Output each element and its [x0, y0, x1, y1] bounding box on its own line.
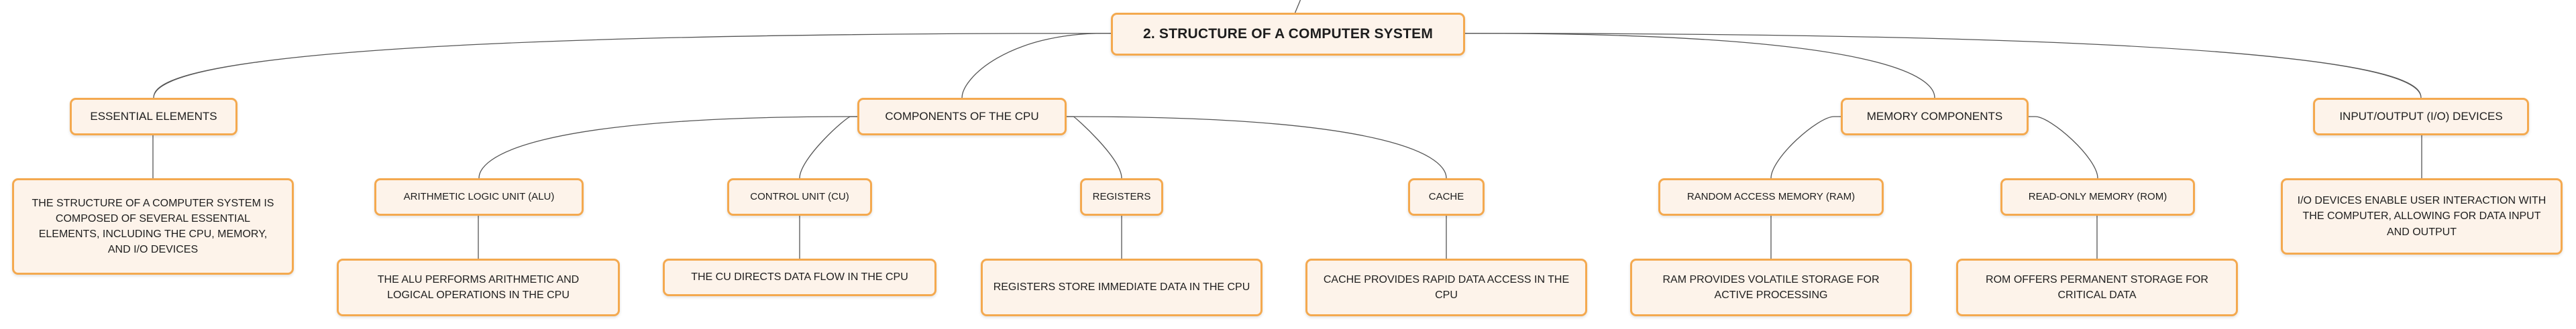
link-n-memory-n-rom [2029, 116, 2098, 179]
link-n-root-n-memory [1465, 33, 1935, 98]
topic-label: COMPONENTS OF THE CPU [885, 109, 1039, 123]
description-text: CACHE PROVIDES RAPID DATA ACCESS IN THE … [1323, 273, 1570, 301]
subtopic-registers[interactable]: REGISTERS [1080, 178, 1163, 216]
subtopic-label: CACHE [1428, 191, 1464, 203]
description-rom[interactable]: ROM OFFERS PERMANENT STORAGE FOR CRITICA… [1956, 259, 2238, 316]
description-essential-elements[interactable]: THE STRUCTURE OF A COMPUTER SYSTEM IS CO… [12, 178, 294, 275]
root-topic-label: 2. STRUCTURE OF A COMPUTER SYSTEM [1142, 25, 1434, 42]
link-n-cpu-n-cache [1067, 116, 1447, 179]
description-text: RAM PROVIDES VOLATILE STORAGE FOR ACTIVE… [1662, 273, 1880, 301]
description-ram[interactable]: RAM PROVIDES VOLATILE STORAGE FOR ACTIVE… [1630, 259, 1912, 316]
topic-label: MEMORY COMPONENTS [1866, 109, 2003, 123]
link-n-root-n-io [1465, 33, 2422, 98]
subtopic-cache[interactable]: CACHE [1408, 178, 1485, 216]
link-n-root-n-cpu [961, 33, 1111, 98]
topic-memory-components[interactable]: MEMORY COMPONENTS [1841, 98, 2029, 135]
description-text: THE ALU PERFORMS ARITHMETIC AND LOGICAL … [377, 273, 580, 301]
subtopic-label: READ-ONLY MEMORY (ROM) [2028, 191, 2167, 203]
link-n-cpu-n-reg [1067, 116, 1122, 179]
description-text: THE STRUCTURE OF A COMPUTER SYSTEM IS CO… [32, 197, 274, 256]
description-registers[interactable]: REGISTERS STORE IMMEDIATE DATA IN THE CP… [981, 259, 1263, 316]
description-cache[interactable]: CACHE PROVIDES RAPID DATA ACCESS IN THE … [1305, 259, 1587, 316]
topic-components-of-the-cpu[interactable]: COMPONENTS OF THE CPU [857, 98, 1067, 135]
subtopic-control-unit[interactable]: CONTROL UNIT (CU) [727, 178, 872, 216]
link-n-cpu-n-alu [478, 116, 857, 179]
topic-label: ESSENTIAL ELEMENTS [90, 109, 217, 123]
subtopic-ram[interactable]: RANDOM ACCESS MEMORY (RAM) [1658, 178, 1884, 216]
link-n-root-n-essential [153, 33, 1111, 98]
description-text: ROM OFFERS PERMANENT STORAGE FOR CRITICA… [1986, 273, 2208, 301]
subtopic-label: ARITHMETIC LOGIC UNIT (ALU) [403, 191, 555, 203]
description-text: THE CU DIRECTS DATA FLOW IN THE CPU [691, 271, 908, 283]
link-n-memory-n-ram [1770, 116, 1841, 179]
subtopic-alu[interactable]: ARITHMETIC LOGIC UNIT (ALU) [374, 178, 584, 216]
link-n-cpu-n-cu [799, 116, 857, 179]
description-control-unit[interactable]: THE CU DIRECTS DATA FLOW IN THE CPU [663, 259, 936, 296]
topic-io-devices[interactable]: INPUT/OUTPUT (I/O) DEVICES [2313, 98, 2529, 135]
description-text: REGISTERS STORE IMMEDIATE DATA IN THE CP… [993, 281, 1250, 293]
description-alu[interactable]: THE ALU PERFORMS ARITHMETIC AND LOGICAL … [337, 259, 620, 316]
description-io-devices[interactable]: I/O DEVICES ENABLE USER INTERACTION WITH… [2281, 178, 2563, 255]
link-root-parent [1294, 0, 1301, 13]
subtopic-label: REGISTERS [1092, 191, 1151, 203]
root-topic[interactable]: 2. STRUCTURE OF A COMPUTER SYSTEM [1111, 13, 1465, 56]
topic-essential-elements[interactable]: ESSENTIAL ELEMENTS [70, 98, 237, 135]
description-text: I/O DEVICES ENABLE USER INTERACTION WITH… [2297, 195, 2546, 238]
subtopic-label: RANDOM ACCESS MEMORY (RAM) [1686, 191, 1856, 203]
topic-label: INPUT/OUTPUT (I/O) DEVICES [2339, 109, 2503, 123]
subtopic-label: CONTROL UNIT (CU) [750, 191, 849, 203]
subtopic-rom[interactable]: READ-ONLY MEMORY (ROM) [2000, 178, 2195, 216]
